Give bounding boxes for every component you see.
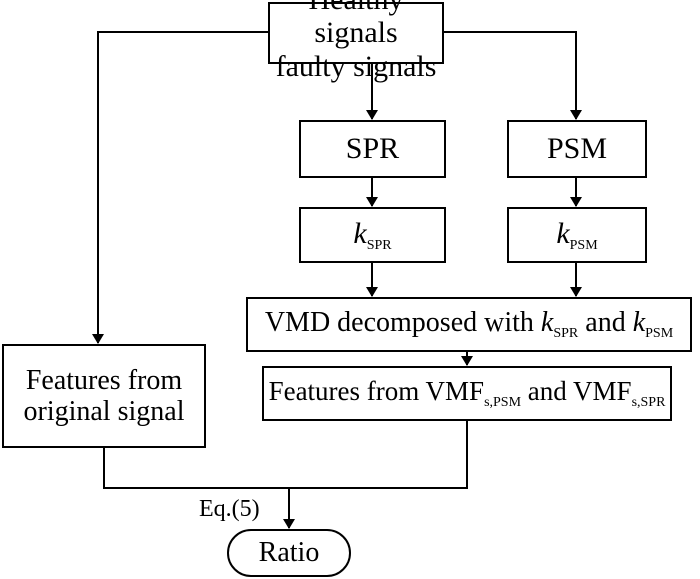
eq-5-label: Eq.(5) <box>199 496 260 522</box>
psm-label: PSM <box>546 132 608 166</box>
vmd-label: VMD decomposed with kSPR and kPSM <box>264 307 674 342</box>
features-original-line-2: original signal <box>23 396 185 427</box>
features-original-box: Features from original signal <box>2 344 206 448</box>
k-spr-box: kSPR <box>299 207 446 263</box>
psm-box: PSM <box>507 120 647 178</box>
spr-box: SPR <box>299 120 446 178</box>
edge-input-to-psm <box>444 31 582 120</box>
edge-features-original-merge <box>103 448 289 489</box>
input-line-1: Healthy signals <box>309 0 404 50</box>
k-psm-box: kPSM <box>507 207 647 263</box>
k-spr-label: kSPR <box>353 216 392 253</box>
features-vmf-label: Features from VMFs,PSM and VMFs,SPR <box>268 376 666 411</box>
input-signals-box: Healthy signals faulty signals <box>268 0 444 83</box>
vmd-box: VMD decomposed with kSPR and kPSM <box>246 297 692 352</box>
features-vmf-box: Features from VMFs,PSM and VMFs,SPR <box>262 366 672 421</box>
features-original-line-1: Features from <box>25 364 183 396</box>
ratio-terminal: Ratio <box>227 529 351 577</box>
edge-features-vmf-merge <box>289 420 468 489</box>
edge-input-to-features-original <box>92 31 268 344</box>
input-line-2: faulty signals <box>275 49 437 83</box>
spr-label: SPR <box>345 132 400 166</box>
ratio-label: Ratio <box>258 537 320 569</box>
k-psm-label: kPSM <box>556 216 598 253</box>
